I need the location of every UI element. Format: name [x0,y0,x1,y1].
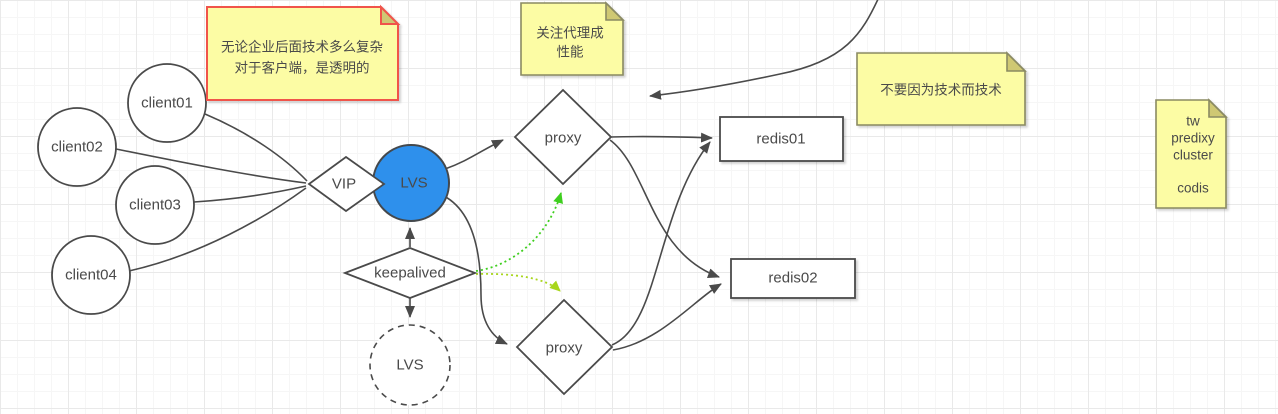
node-client02[interactable]: client02 [37,107,117,187]
note-alternatives-line2: predixy [1171,131,1215,146]
node-redis02[interactable]: redis02 [730,258,856,299]
note-alternatives-line3: cluster [1173,148,1213,163]
note-alternatives-line4: codis [1177,181,1209,196]
node-lvs-active-label: LVS [400,175,427,192]
node-vip-label: VIP [332,176,356,193]
node-lvs-backup-label: LVS [396,357,423,374]
node-proxy-bottom[interactable]: proxy [515,298,614,396]
edge-lvs-proxy-top[interactable] [444,139,504,170]
note-alternatives[interactable]: tw predixy cluster codis [1155,98,1228,209]
node-client01[interactable]: client01 [127,63,207,143]
node-proxy-top-label: proxy [545,130,582,147]
note-tech[interactable]: 不要因为技术而技术 [856,51,1027,126]
node-proxy-bottom-label: proxy [546,340,583,357]
edge-proxy-bottom-redis01[interactable] [611,141,711,346]
node-client02-label: client02 [51,139,103,156]
note-alternatives-line1: tw [1186,114,1200,129]
edge-annotation-to-proxy[interactable] [649,0,879,100]
edge-client04-vip[interactable] [128,187,307,272]
note-proxy-performance-line1: 关注代理成 [536,26,604,41]
note-transparency-line1: 无论企业后面技术多么复杂 [221,39,383,55]
node-client04-label: client04 [65,267,117,284]
node-redis01[interactable]: redis01 [719,116,844,162]
node-redis01-label: redis01 [756,131,805,148]
node-lvs-active[interactable]: LVS [372,144,450,222]
edge-lvs-proxy-bottom[interactable] [443,195,508,345]
note-transparency[interactable]: 无论企业后面技术多么复杂 对于客户端，是透明的 [206,4,401,101]
note-proxy-performance[interactable]: 关注代理成 性能 [520,1,625,76]
edge-client01-vip[interactable] [204,113,308,182]
node-lvs-backup[interactable]: LVS [369,324,451,406]
edge-proxy-top-redis02[interactable] [609,139,720,278]
edge-client02-vip[interactable] [115,148,307,184]
node-client03[interactable]: client03 [115,165,195,245]
node-keepalived-label: keepalived [374,265,446,282]
edge-proxy-top-redis01[interactable] [610,132,713,143]
node-client03-label: client03 [129,197,181,214]
node-client01-label: client01 [141,95,193,112]
edge-keepalived-proxy-top-heartbeat[interactable] [475,192,563,272]
edge-proxy-bottom-redis02[interactable] [612,283,722,351]
note-proxy-performance-line2: 性能 [557,45,584,60]
node-vip[interactable]: VIP [307,155,386,213]
node-keepalived[interactable]: keepalived [342,247,478,299]
note-tech-line1: 不要因为技术而技术 [880,83,1002,98]
node-client04[interactable]: client04 [51,235,131,315]
node-redis02-label: redis02 [768,270,817,287]
edge-client03-vip[interactable] [193,185,307,203]
node-proxy-top[interactable]: proxy [513,88,613,186]
edge-keepalived-proxy-bottom-heartbeat[interactable] [475,272,561,292]
note-transparency-line2: 对于客户端，是透明的 [235,60,370,76]
